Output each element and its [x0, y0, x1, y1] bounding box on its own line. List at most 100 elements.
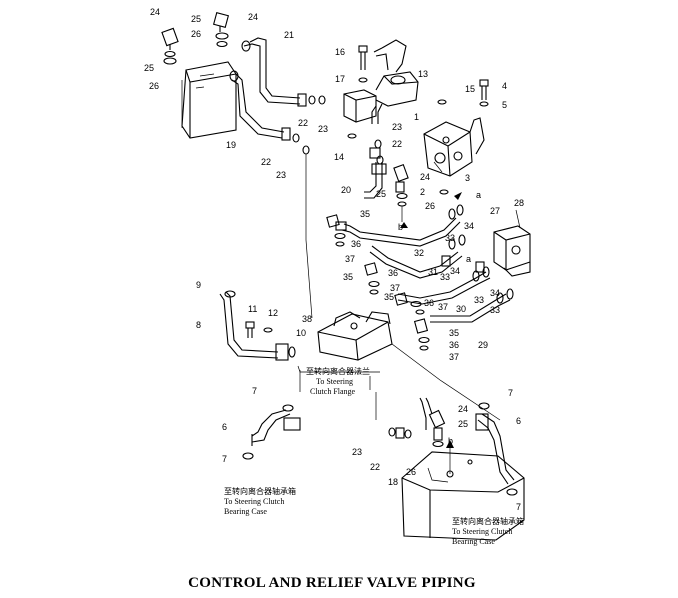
elbow-fitting-24-upper: [212, 11, 230, 48]
callout-24d: 24: [458, 404, 468, 414]
callout-20: 20: [341, 185, 351, 195]
leader-line-23: [305, 154, 313, 319]
note-clutch-flange: 至转向离合器法兰 To Steering Clutch Flange: [306, 366, 370, 396]
callout-28: 28: [514, 198, 524, 208]
elbow-fitting-24-top: [161, 27, 179, 65]
bolt-16: [358, 45, 368, 83]
callout-10: 10: [296, 328, 306, 338]
callout-26b: 26: [149, 81, 159, 91]
callout-5: 5: [502, 100, 507, 110]
tube-6-left: [242, 404, 301, 460]
svg-text:Clutch Flange: Clutch Flange: [310, 387, 356, 396]
callout-36c: 36: [424, 298, 434, 308]
callout-25b: 25: [144, 63, 154, 73]
callout-17: 17: [335, 74, 345, 84]
callout-19: 19: [226, 140, 236, 150]
callout-9: 9: [196, 280, 201, 290]
callout-b1: b: [398, 222, 403, 232]
fitting-stack-mid: [364, 262, 380, 295]
clutch-flange-38: [297, 311, 393, 373]
callout-3: 3: [465, 173, 470, 183]
callout-labels: 24 25 24 26 21 25 26 16 17 13 15 4 5 22 …: [144, 7, 524, 512]
flange-note-leader: [299, 370, 371, 392]
callout-13: 13: [418, 69, 428, 79]
callout-37d: 37: [449, 352, 459, 362]
lower-right-tank-18: [401, 444, 525, 541]
callout-37c: 37: [438, 302, 448, 312]
callout-2: 2: [420, 187, 425, 197]
callout-35d: 35: [449, 328, 459, 338]
svg-text:至转向离合器轴承箱: 至转向离合器轴承箱: [224, 486, 296, 496]
callout-35a: 35: [360, 209, 370, 219]
control-valve-13: [343, 39, 419, 124]
pipe-32: [341, 217, 461, 247]
callout-30: 30: [456, 304, 466, 314]
o-ring-15: [437, 99, 447, 105]
arrow-a1: [454, 192, 462, 200]
callout-33d: 33: [490, 305, 500, 315]
callout-36b: 36: [388, 268, 398, 278]
callout-6b: 6: [516, 416, 521, 426]
fitting-stack-upper: [326, 214, 347, 247]
callout-4: 4: [502, 81, 507, 91]
callout-33c: 33: [474, 295, 484, 305]
callout-1: 1: [414, 112, 419, 122]
o-ring-14: [347, 133, 357, 139]
callout-14: 14: [334, 152, 344, 162]
arrow-b1: [400, 222, 408, 228]
callout-23d: 23: [352, 447, 362, 457]
fittings-22-23-middle: [369, 139, 384, 165]
callout-7a: 7: [252, 386, 257, 396]
note-bearing-right: 至转向离合器轴承箱 To Steering Clutch Bearing Cas…: [452, 516, 524, 546]
callout-24c: 24: [420, 172, 430, 182]
pipe-19: [229, 70, 310, 155]
callout-34b: 34: [450, 266, 460, 276]
svg-text:Bearing Case: Bearing Case: [224, 507, 267, 516]
o-ring-2: [439, 189, 449, 195]
pipe-29: [430, 293, 511, 323]
callout-26d: 26: [406, 467, 416, 477]
arrow-b2: [446, 440, 454, 448]
callout-25c: 25: [376, 189, 386, 199]
svg-text:至转向离合器法兰: 至转向离合器法兰: [306, 366, 370, 376]
callout-22c: 22: [261, 157, 271, 167]
callout-24a: 24: [150, 7, 160, 17]
callout-22a: 22: [298, 118, 308, 128]
callout-16: 16: [335, 47, 345, 57]
callout-12: 12: [268, 308, 278, 318]
leader-line-right: [391, 343, 501, 421]
callout-33b: 33: [440, 272, 450, 282]
svg-text:To Steering: To Steering: [316, 377, 353, 386]
callout-7c: 7: [222, 454, 227, 464]
callout-29: 29: [478, 340, 488, 350]
callout-b2: b: [448, 436, 453, 446]
callout-25d: 25: [458, 419, 468, 429]
callout-27: 27: [490, 206, 500, 216]
elbow-tube-20: [364, 162, 387, 199]
callout-15: 15: [465, 84, 475, 94]
diagram-title: CONTROL AND RELIEF VALVE PIPING: [188, 575, 476, 591]
bolt-4: [479, 79, 489, 107]
pipe-8: [219, 290, 296, 361]
washer-12: [263, 327, 273, 333]
callout-7b: 7: [508, 388, 513, 398]
callout-8: 8: [196, 320, 201, 330]
callout-33a: 33: [445, 233, 455, 243]
callout-21: 21: [284, 30, 294, 40]
callout-36d: 36: [449, 340, 459, 350]
callout-23b: 23: [392, 122, 402, 132]
callout-37a: 37: [345, 254, 355, 264]
callout-23a: 23: [318, 124, 328, 134]
callout-22d: 22: [370, 462, 380, 472]
callout-11: 11: [248, 304, 257, 314]
pipe-31: [369, 245, 463, 279]
callout-18: 18: [388, 477, 398, 487]
callout-35c: 35: [384, 292, 394, 302]
callout-37b: 37: [390, 283, 400, 293]
callout-34c: 34: [490, 288, 500, 298]
pipe-21: [241, 37, 326, 107]
callout-31: 31: [428, 267, 438, 277]
callout-a2: a: [466, 254, 471, 264]
callout-22b: 22: [392, 139, 402, 149]
